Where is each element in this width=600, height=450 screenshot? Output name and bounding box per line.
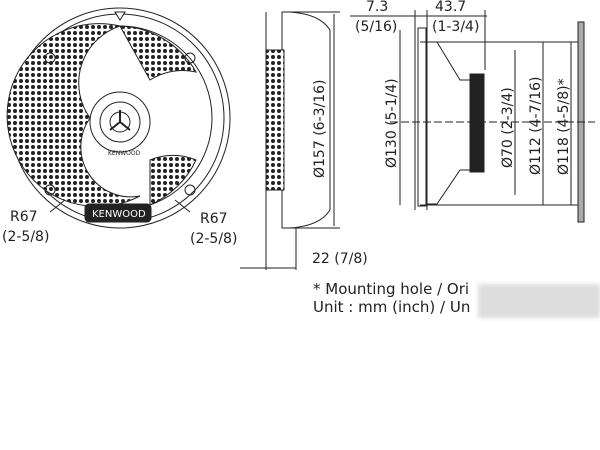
flange-depth: 7.3 — [366, 0, 389, 15]
side-view — [240, 11, 340, 270]
basket-diameter: Ø112 (4-7/16) — [528, 76, 544, 175]
depth: 22 (7/8) — [312, 251, 368, 267]
mounting-hole-note: * Mounting hole / Ori — [313, 280, 470, 298]
overall-diameter: Ø157 (6-3/16) — [312, 79, 328, 178]
radius-right-inch: (2-5/8) — [190, 231, 238, 247]
magnet-diameter: Ø70 (2-3/4) — [500, 87, 516, 168]
unit-note: Unit : mm (inch) / Un — [313, 298, 471, 316]
flange-diameter: Ø130 (5-1/4) — [384, 78, 400, 168]
radius-left: R67 — [10, 209, 38, 225]
blurred-region — [478, 284, 600, 318]
front-view — [6, 7, 231, 229]
radius-right: R67 — [200, 211, 228, 227]
mount-depth-inch: (1-3/4) — [432, 19, 480, 35]
center-logo: KENWOOD — [108, 150, 141, 157]
radius-left-inch: (2-5/8) — [2, 229, 50, 245]
flange-depth-inch: (5/16) — [355, 19, 398, 35]
hole-diameter: Ø118 (4-5/8)* — [556, 78, 572, 175]
brand-logo: KENWOOD — [92, 209, 146, 220]
mount-depth: 43.7 — [435, 0, 467, 15]
profile-view — [350, 10, 595, 223]
